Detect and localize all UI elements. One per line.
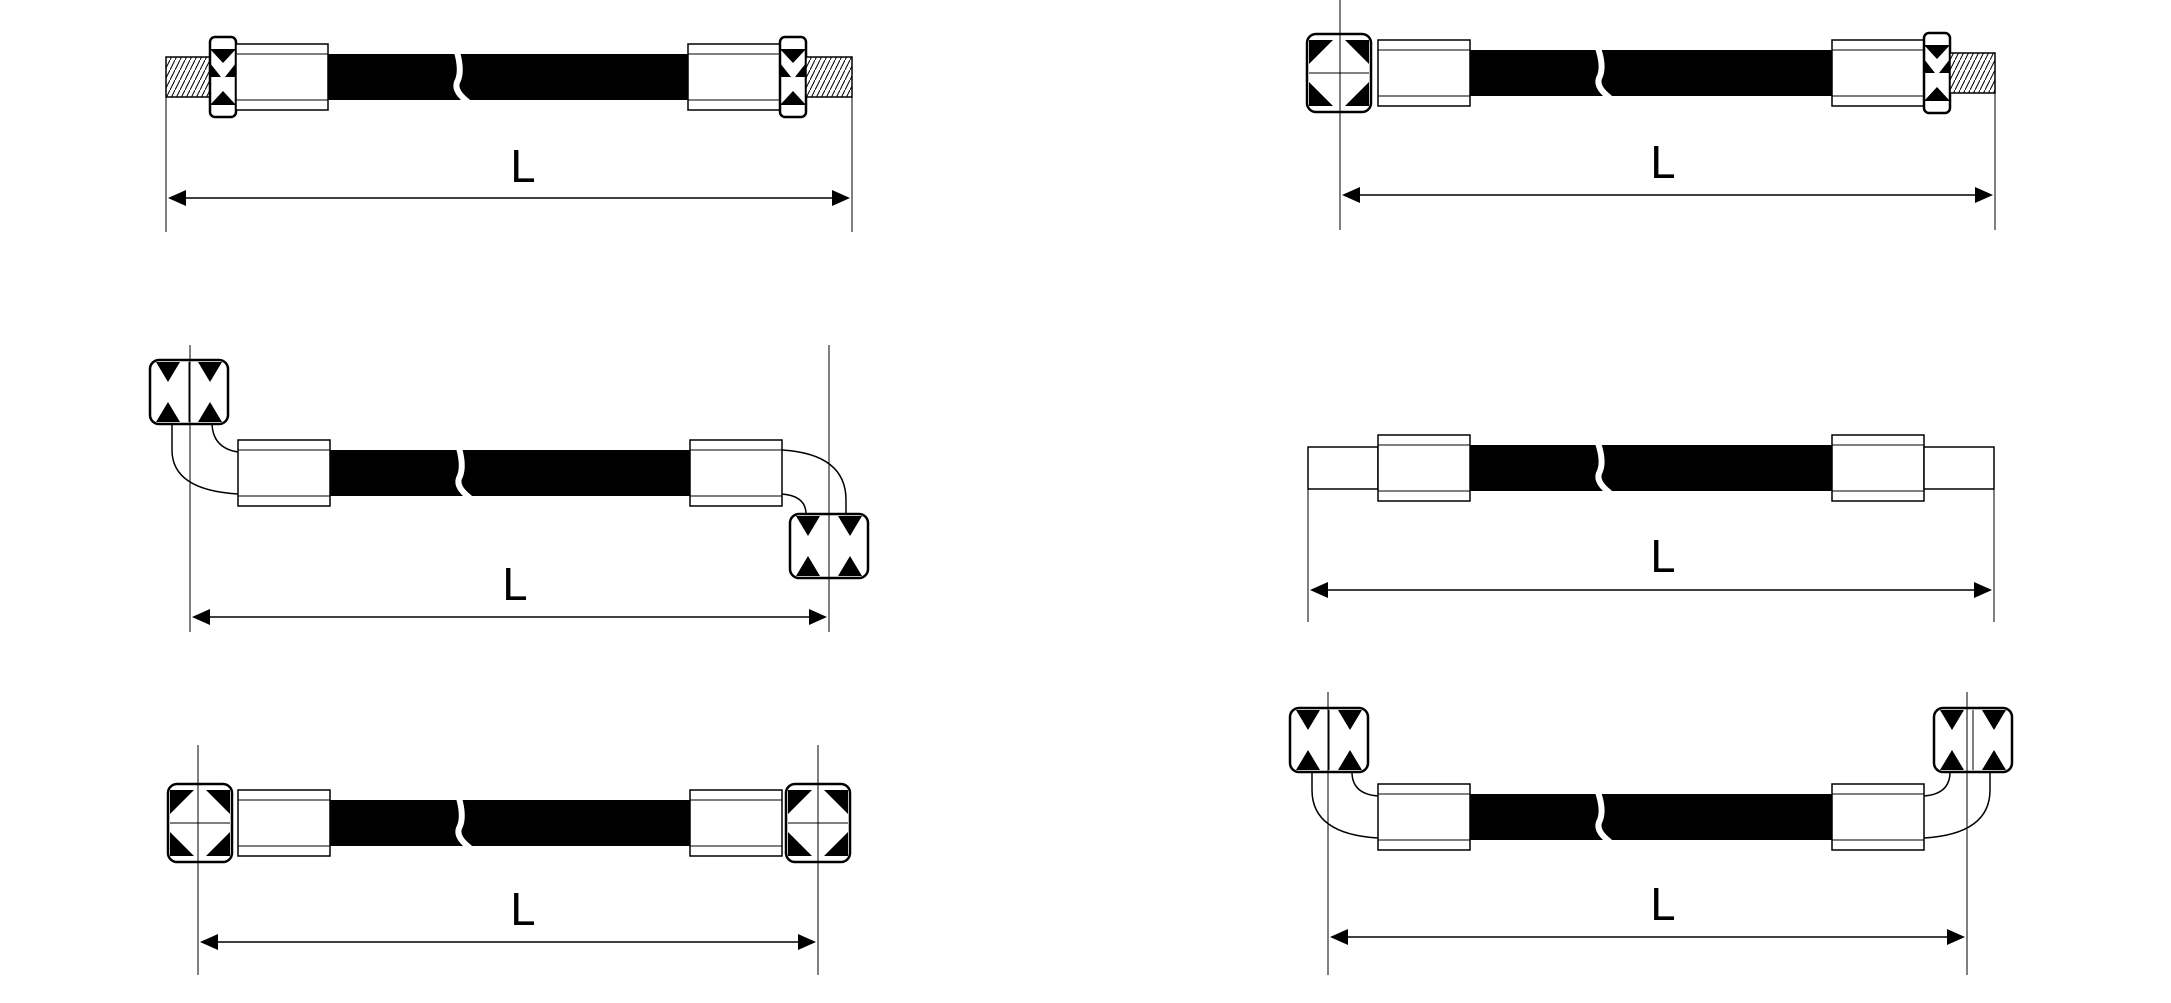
length-label: L <box>1650 138 1675 189</box>
assembly-a1: L <box>165 35 853 232</box>
right-thread <box>1949 52 1996 94</box>
hose-break <box>453 51 470 105</box>
right-ferrule <box>1831 783 1925 851</box>
hose-body <box>1470 50 1832 96</box>
right-elbow <box>781 449 847 515</box>
assembly-a6: L <box>1288 692 2014 975</box>
left-thread <box>165 56 211 98</box>
right-thread <box>805 56 853 98</box>
length-label: L <box>502 560 527 611</box>
arrow-right <box>832 190 850 206</box>
assembly-a2: L <box>1305 0 1996 230</box>
right-ferrule <box>689 789 783 857</box>
right-ferrule <box>687 43 781 111</box>
length-label: L <box>1650 880 1675 931</box>
length-label: L <box>510 142 535 193</box>
left-hex-chamfer <box>210 49 236 105</box>
right-elbow <box>1923 771 1991 839</box>
right-ferrule <box>1831 434 1925 502</box>
left-ferrule <box>1377 39 1471 107</box>
left-tube <box>1307 446 1379 490</box>
left-ferrule <box>1377 434 1471 502</box>
hose-body <box>1470 445 1832 491</box>
right-tube <box>1923 446 1995 490</box>
assembly-a4: L <box>1307 434 1995 622</box>
right-ferrule <box>689 439 783 507</box>
assembly-a3: L <box>148 345 870 632</box>
left-ferrule <box>235 43 329 111</box>
assembly-a5: L <box>166 745 852 975</box>
hose-body <box>1470 794 1832 840</box>
hose-body <box>328 54 688 100</box>
left-ferrule <box>237 439 331 507</box>
hose-body <box>330 450 690 496</box>
left-ferrule <box>1377 783 1471 851</box>
length-label: L <box>1650 532 1675 583</box>
hose-body <box>330 800 690 846</box>
left-elbow <box>1311 771 1379 839</box>
left-elbow <box>171 421 239 495</box>
arrow-left <box>168 190 186 206</box>
length-label: L <box>510 885 535 936</box>
